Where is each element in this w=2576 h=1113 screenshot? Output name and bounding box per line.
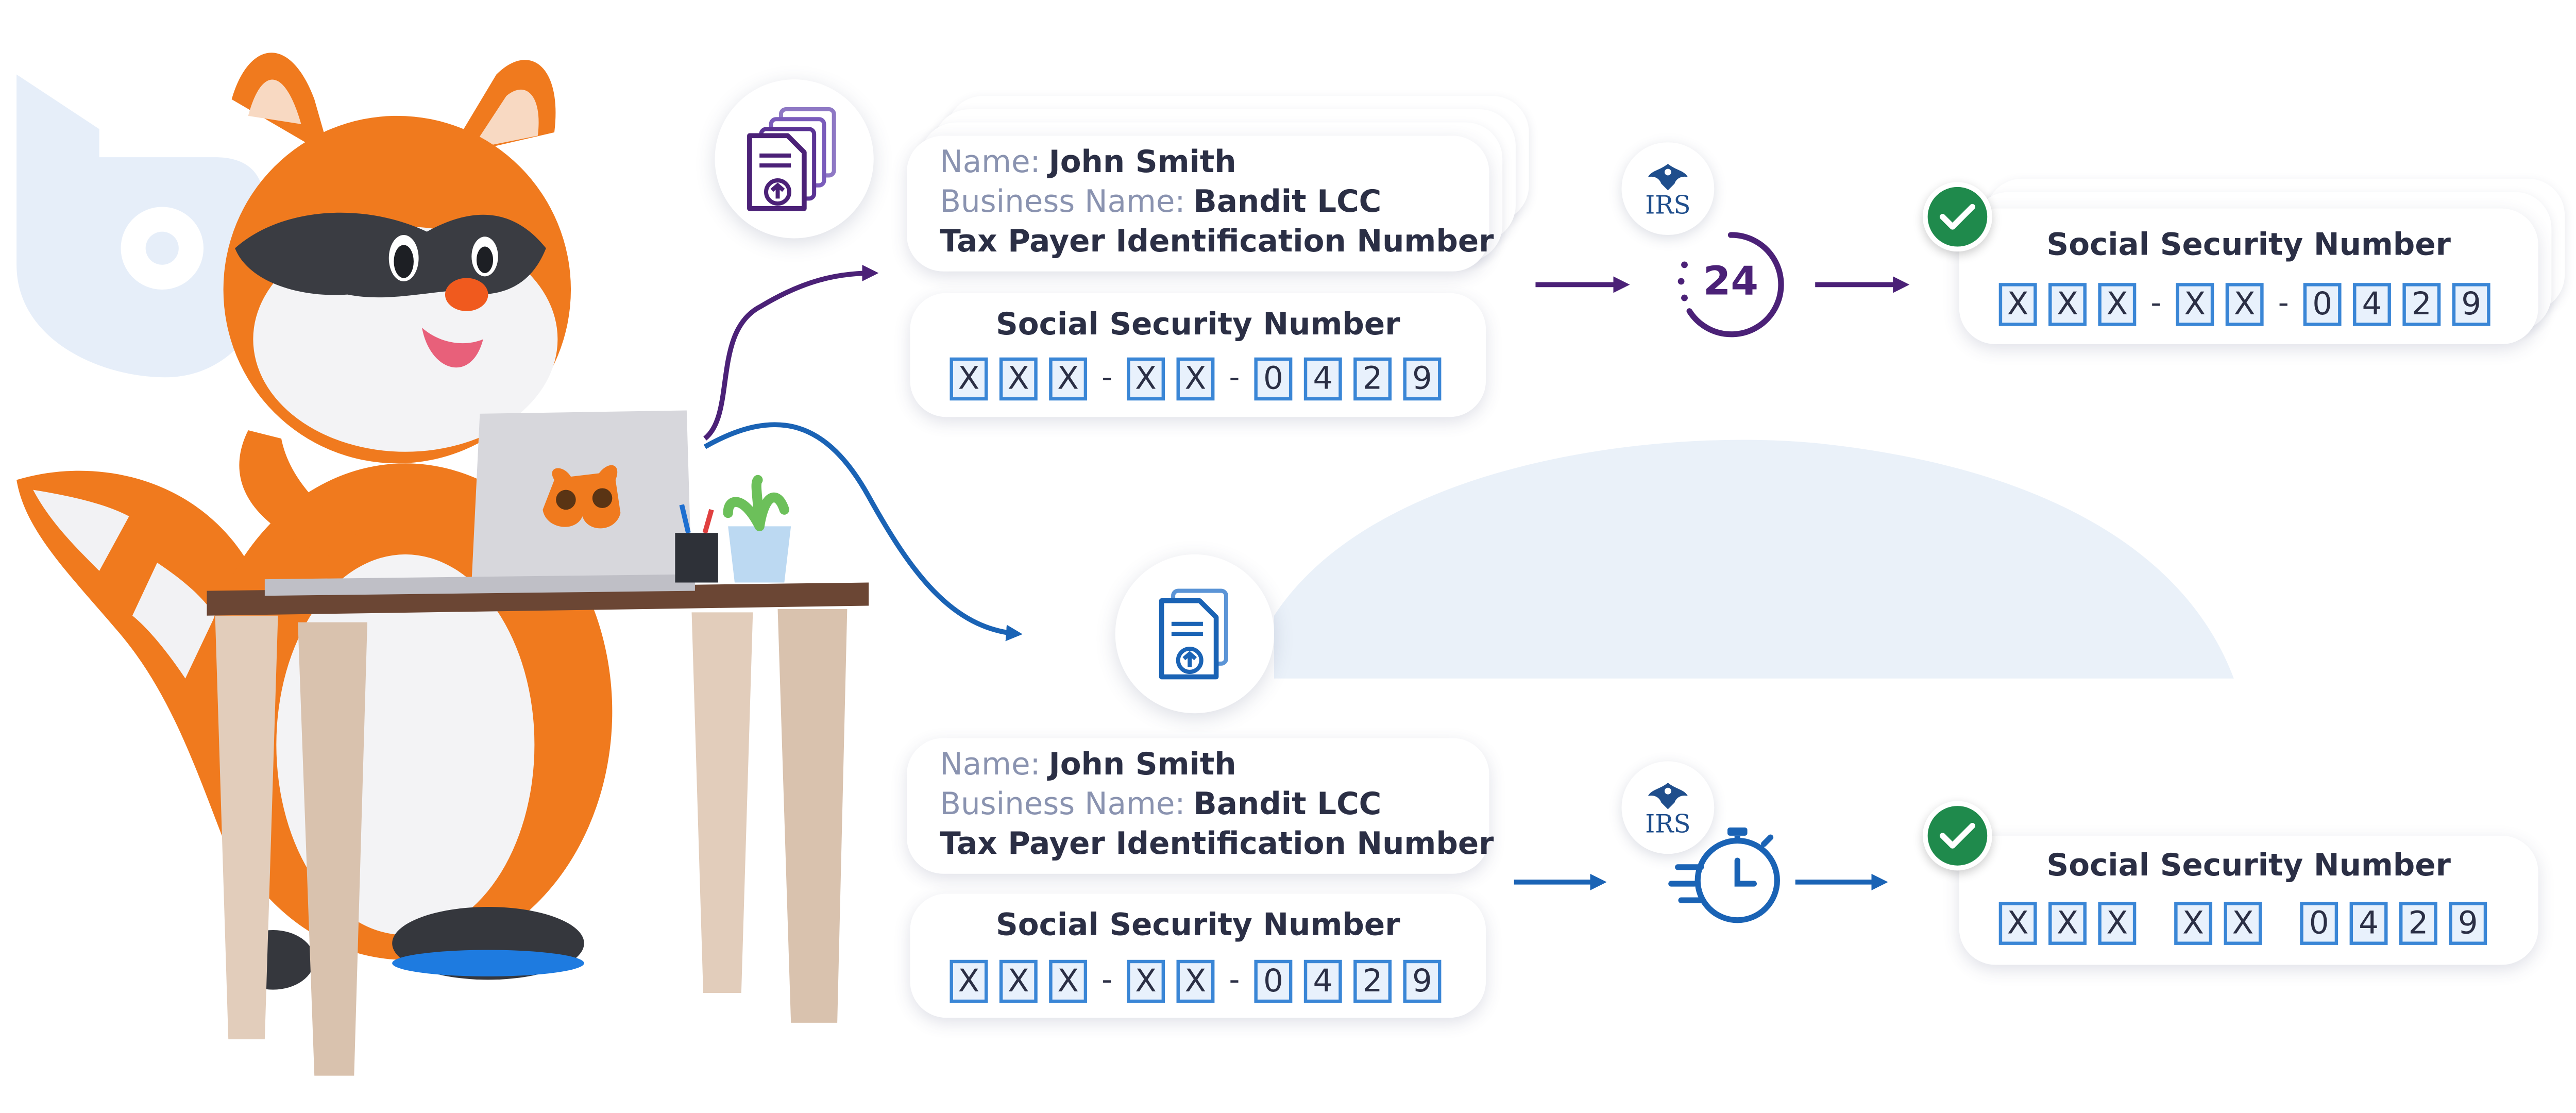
ssn-title: Social Security Number: [995, 308, 1400, 343]
ssn-digit-box: 2: [1353, 357, 1392, 401]
ssn-digit-box: X: [2048, 283, 2087, 326]
ssn-digit-box: X: [950, 959, 988, 1003]
business-name-value: Bandit LCC: [1193, 185, 1382, 221]
ssn-digit-box: X: [999, 959, 1038, 1003]
fox-mascot-illustration: [16, 53, 869, 1076]
arrow-laptop-to-bottom-flow: [703, 422, 1023, 642]
ssn-digit-box: X: [2048, 902, 2087, 945]
ssn-digit-box: 4: [2353, 283, 2391, 326]
ssn-digit-box: X: [2225, 283, 2264, 326]
ssn-digit-box: X: [2224, 902, 2262, 945]
ssn-digit-box: 4: [1303, 959, 1342, 1003]
ssn-digit-box: X: [999, 357, 1038, 401]
ssn-digit-box: X: [1049, 357, 1088, 401]
ssn-digit-box: 4: [1303, 357, 1342, 401]
tin-label: Tax Payer Identification Number: [940, 827, 1494, 863]
ssn-digit-box: X: [1127, 357, 1165, 401]
ssn-digit-box: 2: [1353, 959, 1392, 1003]
ssn-digit-box: X: [1998, 283, 2037, 326]
ssn-digit-box: 4: [2349, 902, 2388, 945]
ssn-digit-box: X: [1049, 959, 1088, 1003]
ssn-separator: -: [1101, 963, 1113, 998]
top-info-card: Name:John Smith Business Name:Bandit LCC…: [907, 136, 1494, 272]
ssn-digit-box: 0: [2303, 283, 2342, 326]
document-upload-icon-circle: [1115, 554, 1275, 714]
business-name-label: Business Name:: [940, 185, 1185, 221]
ssn-digit-box: 9: [1403, 357, 1442, 401]
ssn-separator: -: [1101, 361, 1113, 396]
business-name-label: Business Name:: [940, 787, 1185, 823]
ssn-digit-box: 0: [1254, 959, 1293, 1003]
ssn-digit-box: 9: [1403, 959, 1442, 1003]
name-value: John Smith: [1048, 145, 1236, 181]
ssn-digit-box: X: [1176, 959, 1215, 1003]
name-value: John Smith: [1048, 748, 1236, 783]
ssn-separator: -: [2278, 286, 2289, 322]
check-mark-icon: [1922, 182, 1992, 252]
irs-seal-bottom: IRS: [1621, 761, 1715, 854]
documents-upload-icon-circle: [715, 79, 874, 239]
business-name-value: Bandit LCC: [1193, 787, 1382, 823]
irs-label: IRS: [1645, 190, 1691, 221]
ssn-title: Social Security Number: [995, 908, 1400, 943]
timer-24-label: 24: [1703, 258, 1759, 305]
documents-upload-icon: [747, 107, 836, 211]
ssn-digit-box: 9: [2452, 283, 2490, 326]
ssn-digit-box: 2: [2399, 902, 2437, 945]
ssn-digit-box: X: [1127, 959, 1165, 1003]
ssn-separator: -: [1229, 963, 1240, 998]
ssn-digit-box: X: [1176, 357, 1215, 401]
ssn-title: Social Security Number: [2046, 228, 2451, 263]
ssn-digit-box: X: [2174, 902, 2213, 945]
ssn-separator: -: [2150, 286, 2162, 322]
ssn-digit-box: X: [950, 357, 988, 401]
irs-eagle-icon: [1648, 783, 1688, 810]
arrow-laptop-to-top-flow: [703, 264, 879, 441]
irs-eagle-icon: [1648, 163, 1688, 191]
ssn-separator: -: [1229, 361, 1240, 396]
ssn-digit-box: X: [2098, 283, 2137, 326]
stopwatch-fast-icon: [1668, 818, 1787, 937]
bottom-info-card: Name:John Smith Business Name:Bandit LCC…: [907, 738, 1494, 874]
ssn-digit-box: 0: [1254, 357, 1293, 401]
name-label: Name:: [940, 748, 1041, 783]
irs-label: IRS: [1645, 809, 1691, 839]
tin-label: Tax Payer Identification Number: [940, 225, 1494, 260]
background-hill: [1274, 440, 2234, 679]
ssn-title: Social Security Number: [2046, 849, 2451, 884]
ssn-digit-box: 9: [2449, 902, 2487, 945]
ssn-digit-box: X: [1998, 902, 2037, 945]
ssn-digit-box: 2: [2402, 283, 2441, 326]
irs-seal-top: IRS: [1621, 142, 1715, 235]
check-mark-icon: [1922, 801, 1992, 871]
ssn-digit-box: X: [2098, 902, 2137, 945]
document-upload-icon: [1159, 588, 1228, 680]
ssn-digit-box: X: [2176, 283, 2214, 326]
name-label: Name:: [940, 145, 1041, 181]
24-hour-clock-icon: 24: [1671, 225, 1790, 344]
ssn-digit-box: 0: [2300, 902, 2338, 945]
